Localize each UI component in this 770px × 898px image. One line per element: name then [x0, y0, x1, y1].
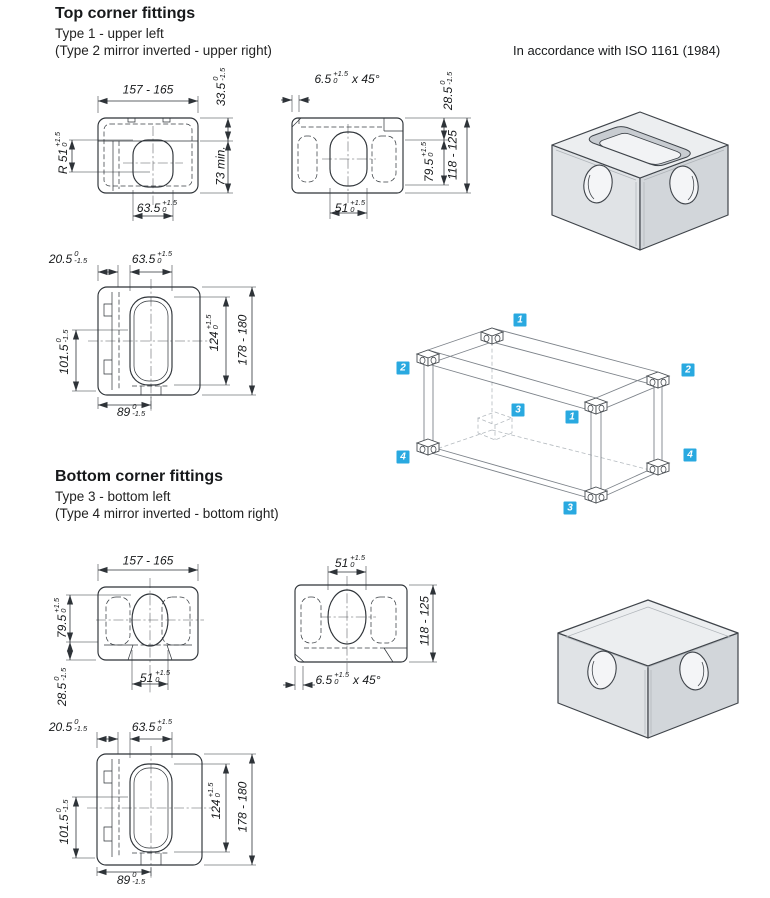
- frame-marker-type1-top: 1: [513, 313, 527, 327]
- frame-marker-type1-front: 1: [565, 410, 579, 424]
- frame-marker-type3-hidden: 3: [511, 403, 525, 417]
- dim-overall-width: 157 - 165: [122, 82, 174, 97]
- frame-marker-type4-left: 4: [396, 450, 410, 464]
- frame-marker-type2-right: 2: [681, 363, 695, 377]
- top-fitting-side-view: [281, 95, 471, 219]
- bottom-fitting-isometric: [557, 599, 739, 739]
- frame-marker-type2-left: 2: [396, 361, 410, 375]
- dim-overall-range: 178 - 180: [235, 781, 250, 833]
- section-subtitle-type4: (Type 4 mirror inverted - bottom right): [55, 506, 279, 521]
- frame-marker-type3-front: 3: [563, 501, 577, 515]
- bottom-fitting-end-view: [72, 732, 256, 880]
- container-frame-isometric: [416, 327, 670, 504]
- bottom-fitting-plan-view: [66, 564, 204, 695]
- frame-marker-type4-right: 4: [683, 448, 697, 462]
- top-fitting-end-view: [72, 265, 256, 413]
- dim-min-height: 73 min.: [213, 146, 228, 186]
- dim-height-range: 118 - 125: [445, 130, 460, 180]
- dim-overall-range: 178 - 180: [235, 314, 250, 366]
- section-subtitle-type1: Type 1 - upper left: [55, 26, 164, 41]
- section-subtitle-type3: Type 3 - bottom left: [55, 489, 171, 504]
- iso-standard-note: In accordance with ISO 1161 (1984): [513, 43, 721, 58]
- section-title-bottom-fittings: Bottom corner fittings: [55, 468, 223, 485]
- section-subtitle-type2: (Type 2 mirror inverted - upper right): [55, 43, 272, 58]
- top-fitting-isometric: [551, 111, 729, 251]
- dim-overall-width: 157 - 165: [122, 553, 174, 568]
- section-title-top-fittings: Top corner fittings: [55, 5, 196, 22]
- dim-height-range: 118 - 125: [417, 596, 432, 646]
- bottom-fitting-side-view: [283, 566, 437, 690]
- top-fitting-plan-view: [68, 96, 233, 221]
